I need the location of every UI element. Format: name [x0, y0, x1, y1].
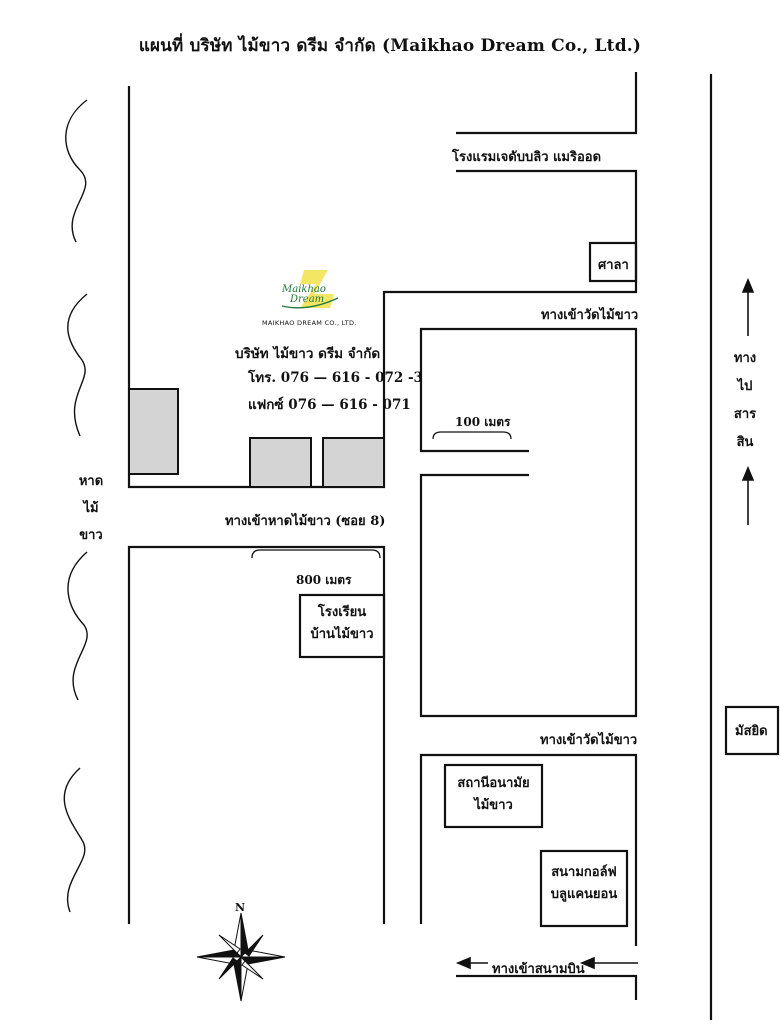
beach-label-1: หาด [78, 474, 104, 489]
label-school-line1: โรงเรียน [317, 605, 367, 620]
label-golf-line1: สนามกอล์ฟ [551, 865, 617, 880]
compass-rose [196, 912, 286, 1002]
highway-label-3: สาร [733, 407, 757, 422]
building-east [322, 437, 385, 488]
block-lower-right [419, 753, 638, 946]
road-airport [456, 974, 638, 1000]
beach-wave-2 [67, 293, 88, 437]
label-distance-100: 100 เมตร [455, 415, 511, 429]
label-highway: ทาง ไป สาร สิน [728, 345, 762, 457]
label-distance-800: 800 เมตร [296, 573, 352, 587]
building-mid [249, 437, 312, 488]
label-temple-entrance-1: ทางเข้าวัดไม้ขาว [541, 308, 639, 323]
label-health-station: สถานีอนามัย ไม้ขาว [445, 773, 542, 817]
road-left-lower [127, 545, 386, 924]
school-box [298, 593, 386, 659]
label-mosque: มัสยิด [735, 724, 768, 739]
highway-label-1: ทาง [733, 351, 757, 366]
company-phone: โทร. 076 — 616 - 072 -3 [248, 370, 423, 386]
label-hotel: โรงแรมเจดับบลิว แมริออด [452, 150, 602, 165]
label-beach: หาด ไม้ ขาว [76, 468, 106, 549]
logo-caption: MAIKHAO DREAM CO., LTD. [262, 319, 357, 327]
beach-label-3: ขาว [79, 528, 103, 543]
compass-north-label: N [235, 901, 246, 914]
logo-text-2: Dream [289, 294, 324, 305]
mosque-box [724, 705, 780, 756]
label-golf-course: สนามกอล์ฟ บลูแคนยอน [541, 862, 627, 906]
label-beach-road: ทางเข้าหาดไม้ขาว (ซอย 8) [225, 514, 386, 529]
beach-label-2: ไม้ [83, 501, 99, 516]
label-health-line2: ไม้ขาว [474, 798, 513, 813]
golf-box [539, 849, 629, 928]
highway-label-2: ไป [737, 379, 753, 394]
health-box [443, 763, 544, 829]
label-sala: ศาลา [598, 258, 629, 273]
label-health-line1: สถานีอนามัย [457, 776, 530, 791]
beach-wave-3 [67, 551, 88, 701]
beach-wave-4 [63, 767, 86, 913]
map-title: แผนที่ บริษัท ไม้ขาว ดรีม จำกัด (Maikhao… [138, 36, 642, 56]
label-school-line2: บ้านไม้ขาว [310, 627, 374, 642]
bracket-800 [251, 549, 381, 559]
road-top-right [456, 72, 638, 135]
company-logo: Maikhao Dream [281, 270, 339, 309]
label-golf-line2: บลูแคนยอน [550, 887, 618, 902]
label-school: โรงเรียน บ้านไม้ขาว [300, 602, 384, 646]
company-name: บริษัท ไม้ขาว ดรีม จำกัด [235, 346, 381, 362]
sala-box [588, 241, 638, 283]
bracket-100 [432, 431, 512, 440]
building-west [128, 388, 179, 475]
label-airport-entrance: ทางเข้าสนามบิน [492, 962, 585, 977]
label-temple-entrance-2: ทางเข้าวัดไม้ขาว [540, 733, 638, 748]
road-left-upper [127, 86, 638, 489]
beach-wave-1 [65, 99, 88, 243]
logo-text-1: Maikhao [281, 284, 326, 295]
highway-label-4: สิน [736, 435, 754, 450]
block-upper-right [419, 327, 638, 718]
company-fax: แฟกซ์ 076 — 616 - 071 [248, 397, 411, 413]
